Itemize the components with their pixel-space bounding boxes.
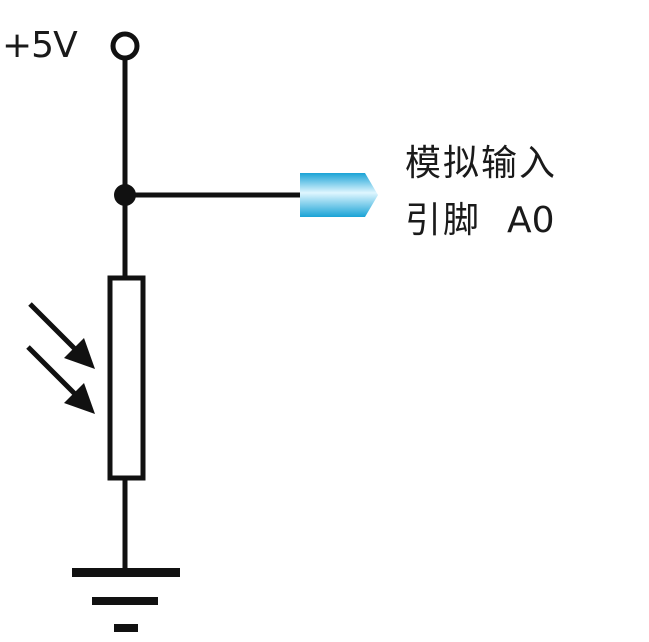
pin-id-label: A0 — [507, 200, 555, 241]
light-arrow-icon — [26, 302, 95, 414]
pin-label-text: 引脚 — [405, 200, 482, 241]
analog-input-connector-icon — [300, 173, 378, 217]
pin-label: 引脚 A0 — [405, 203, 555, 239]
ground-symbol-icon — [72, 568, 180, 632]
supply-terminal-icon — [110, 31, 140, 61]
photoresistor-icon — [107, 275, 146, 481]
analog-input-label: 模拟输入 — [405, 143, 558, 184]
supply-voltage-label: +5V — [2, 25, 78, 66]
